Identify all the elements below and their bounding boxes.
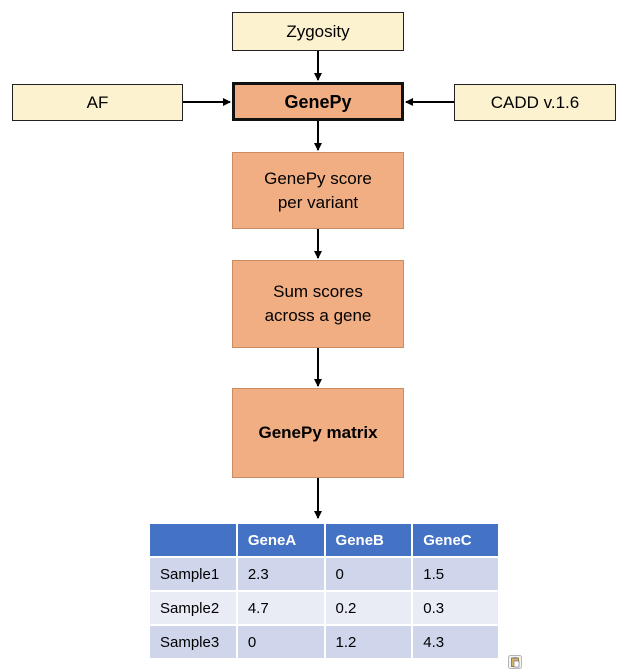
column-header	[150, 524, 238, 558]
column-header: GeneA	[236, 524, 326, 558]
step-line: across a gene	[264, 306, 372, 325]
genepy-box: GenePy	[232, 82, 404, 121]
table-cell: 4.7	[236, 591, 326, 626]
table-row: Sample2 4.7 0.2 0.3	[150, 591, 500, 626]
af-label: AF	[86, 92, 109, 112]
table-cell: Sample3	[150, 625, 238, 660]
cadd-label: CADD v.1.6	[490, 92, 580, 112]
table-cell: 4.3	[412, 625, 500, 660]
genepy-matrix-table: GeneA GeneB GeneC Sample1 2.3 0 1.5 Samp…	[150, 524, 500, 660]
table-row: Sample3 0 1.2 4.3	[150, 625, 500, 660]
table-cell: 0.3	[412, 591, 500, 626]
table-cell: 1.5	[412, 557, 500, 592]
cadd-box: CADD v.1.6	[454, 84, 616, 121]
table-cell: 2.3	[236, 557, 326, 592]
table-cell: 0	[236, 625, 326, 660]
table-cell: Sample2	[150, 591, 238, 626]
genepy-label: GenePy	[284, 91, 352, 112]
sum-scores-box: Sum scores across a gene	[232, 260, 404, 348]
table-cell: 0.2	[324, 591, 414, 626]
table-row: Sample1 2.3 0 1.5	[150, 557, 500, 592]
table-cell: Sample1	[150, 557, 238, 592]
genepy-matrix-box: GenePy matrix	[232, 388, 404, 478]
step-line: per variant	[277, 192, 359, 212]
zygosity-label: Zygosity	[286, 21, 350, 41]
paste-options-icon[interactable]	[508, 655, 522, 669]
column-header: GeneC	[412, 524, 500, 558]
score-per-variant-box: GenePy score per variant	[232, 152, 404, 229]
af-box: AF	[12, 84, 183, 121]
table-cell: 0	[324, 557, 414, 592]
step-line: Sum scores	[273, 282, 363, 301]
column-header: GeneB	[324, 524, 414, 558]
step-line: GenePy matrix	[258, 423, 378, 442]
zygosity-box: Zygosity	[232, 12, 404, 51]
table-header-row: GeneA GeneB GeneC	[150, 524, 500, 558]
table-cell: 1.2	[324, 625, 414, 660]
step-line: GenePy score	[264, 168, 372, 188]
